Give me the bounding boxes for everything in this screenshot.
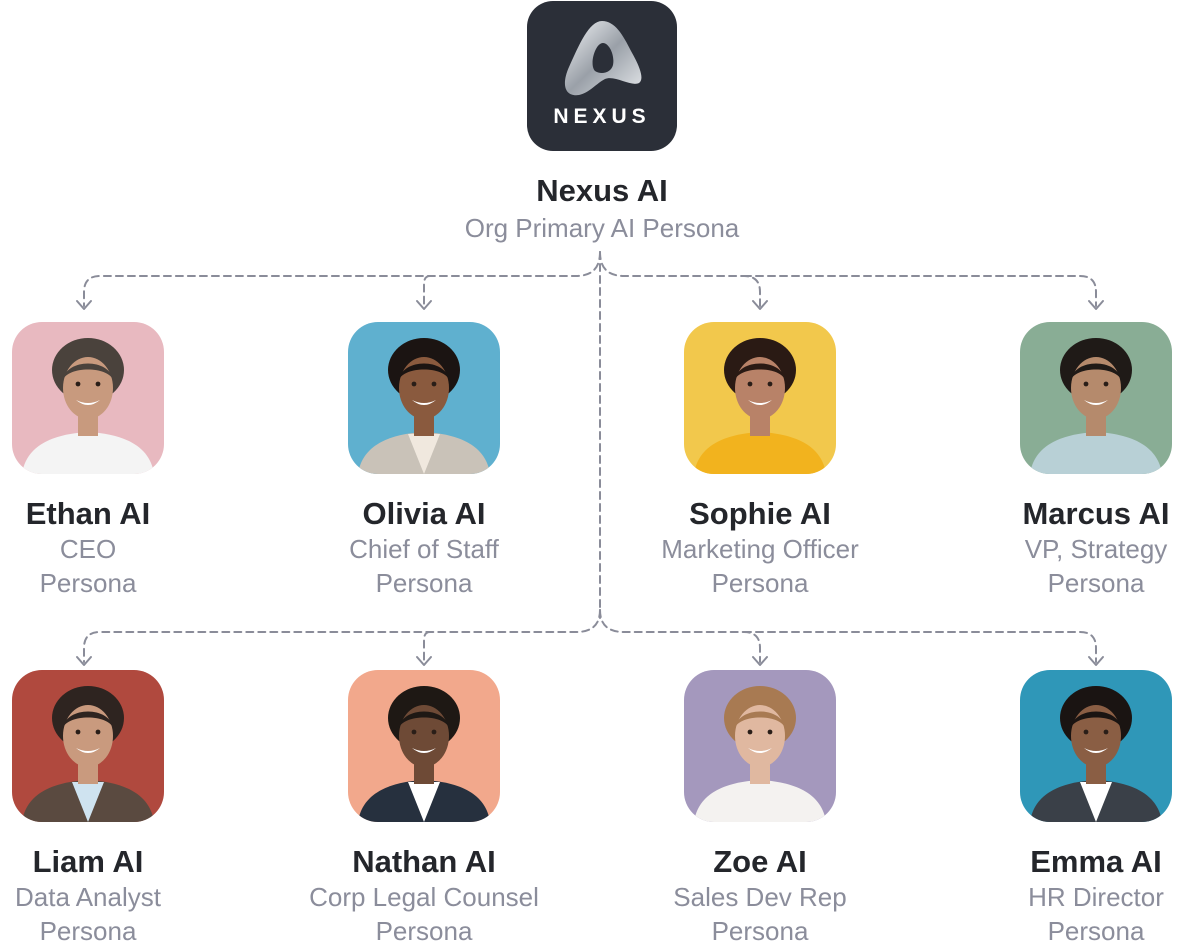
avatar-ethan[interactable] <box>12 322 164 474</box>
persona-name: Marcus AI <box>1022 496 1170 531</box>
persona-role: Data Analyst <box>15 882 161 912</box>
arrowhead-olivia <box>416 300 432 310</box>
avatar-olivia[interactable] <box>348 322 500 474</box>
avatar-zoe[interactable] <box>684 670 836 822</box>
persona-name: Liam AI <box>32 844 144 879</box>
portrait-zoe <box>684 670 836 822</box>
persona-role: Corp Legal Counsel <box>309 882 539 912</box>
root-persona-name: Nexus AI <box>536 173 668 208</box>
portrait-liam <box>12 670 164 822</box>
logo-wordmark: NEXUS <box>553 105 651 128</box>
persona-role: VP, Strategy <box>1024 534 1168 564</box>
persona-role: Sales Dev Rep <box>673 882 847 912</box>
portrait-nathan <box>348 670 500 822</box>
connector-liam <box>83 609 601 663</box>
avatar-liam[interactable] <box>12 670 164 822</box>
connector-sophie <box>599 251 761 307</box>
persona-role: CEO <box>59 534 117 564</box>
portrait-marcus <box>1020 322 1172 474</box>
connector-emma <box>743 631 1097 663</box>
persona-name: Ethan AI <box>25 496 151 531</box>
connector-nathan <box>423 631 431 663</box>
arrowhead-zoe <box>752 656 768 666</box>
persona-type: Persona <box>375 568 473 598</box>
persona-type: Persona <box>39 916 137 946</box>
avatar-sophie[interactable] <box>684 322 836 474</box>
persona-name: Zoe AI <box>713 844 807 879</box>
persona-type: Persona <box>711 568 809 598</box>
persona-type: Persona <box>375 916 473 946</box>
nexus-logo: NEXUS <box>527 1 677 151</box>
persona-type: Persona <box>1047 916 1145 946</box>
persona-role: Chief of Staff <box>349 534 499 564</box>
arrowhead-marcus <box>1088 300 1104 310</box>
persona-name: Nathan AI <box>352 844 496 879</box>
connector-zoe <box>599 609 761 663</box>
arrowhead-ethan <box>76 300 92 310</box>
persona-type: Persona <box>711 916 809 946</box>
root-persona-subtitle: Org Primary AI Persona <box>464 213 740 243</box>
persona-role: Marketing Officer <box>661 534 859 564</box>
persona-name: Sophie AI <box>689 496 831 531</box>
avatar-nathan[interactable] <box>348 670 500 822</box>
arrowhead-nathan <box>416 656 432 666</box>
nexus-logo-icon <box>564 21 642 96</box>
arrowhead-liam <box>76 656 92 666</box>
arrowhead-sophie <box>752 300 768 310</box>
connector-olivia <box>423 275 431 307</box>
connector-marcus <box>743 275 1097 307</box>
persona-name: Olivia AI <box>362 496 486 531</box>
portrait-emma <box>1020 670 1172 822</box>
avatar-emma[interactable] <box>1020 670 1172 822</box>
avatar-marcus[interactable] <box>1020 322 1172 474</box>
portrait-sophie <box>684 322 836 474</box>
persona-type: Persona <box>1047 568 1145 598</box>
persona-role: HR Director <box>1028 882 1164 912</box>
persona-name: Emma AI <box>1030 844 1162 879</box>
portrait-ethan <box>12 322 164 474</box>
portrait-olivia <box>348 322 500 474</box>
persona-type: Persona <box>39 568 137 598</box>
connector-ethan <box>83 251 601 307</box>
arrowhead-emma <box>1088 656 1104 666</box>
